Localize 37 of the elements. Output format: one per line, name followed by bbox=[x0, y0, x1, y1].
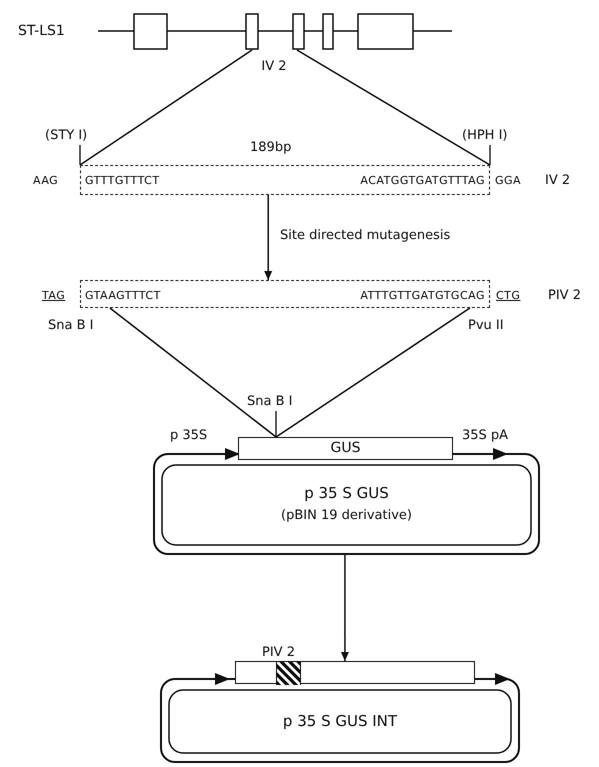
intron-segment bbox=[276, 662, 301, 685]
enzyme-site-label: (STY I) bbox=[45, 128, 88, 143]
length-label: 189bp bbox=[250, 140, 292, 155]
sequence-text: GTAAGTTTCT bbox=[85, 288, 161, 303]
site-label: PIV 2 bbox=[262, 645, 295, 660]
intron-label: IV 2 bbox=[260, 59, 288, 74]
plasmid-name: (pBIN 19 derivative) bbox=[280, 508, 413, 523]
edge-label: Site directed mutagenesis bbox=[280, 228, 450, 243]
gene-label: GUS bbox=[330, 441, 362, 456]
connector-line bbox=[296, 49, 490, 166]
sequence-box bbox=[80, 280, 490, 308]
plasmid-name: p 35 S GUS INT bbox=[282, 714, 398, 728]
site-label: Sna B I bbox=[247, 394, 292, 409]
terminator-label: 35S pA bbox=[462, 428, 508, 443]
flanking-sequence: TAG bbox=[42, 288, 66, 303]
gene-bar bbox=[238, 437, 453, 460]
connector-line bbox=[80, 49, 252, 166]
enzyme-site-label: Sna B I bbox=[48, 318, 94, 333]
flanking-sequence: CTG bbox=[496, 288, 520, 303]
sequence-text: GTTTGTTTCT bbox=[85, 173, 160, 188]
connector-line bbox=[276, 307, 470, 438]
gene-bar bbox=[235, 661, 475, 684]
sequence-box bbox=[80, 165, 490, 195]
arrow bbox=[264, 195, 272, 280]
enzyme-site-label: Pvu II bbox=[468, 318, 504, 333]
gene-name: ST-LS1 bbox=[18, 24, 65, 39]
flanking-sequence: GGA bbox=[495, 173, 522, 188]
sequence-text: ATTTGTTGATGTGCAG bbox=[360, 288, 485, 303]
sequence-text: ACATGGTGATGTTTAG bbox=[360, 173, 485, 188]
enzyme-site-label: (HPH I) bbox=[462, 128, 508, 143]
promoter-label: p 35S bbox=[170, 428, 208, 443]
flanking-sequence: AAG bbox=[33, 173, 58, 188]
plasmid-name: p 35 S GUS bbox=[303, 486, 390, 501]
sequence-name: IV 2 bbox=[545, 173, 570, 188]
arrow bbox=[340, 555, 349, 661]
connector-line bbox=[109, 307, 277, 438]
sequence-name: PIV 2 bbox=[548, 288, 581, 303]
